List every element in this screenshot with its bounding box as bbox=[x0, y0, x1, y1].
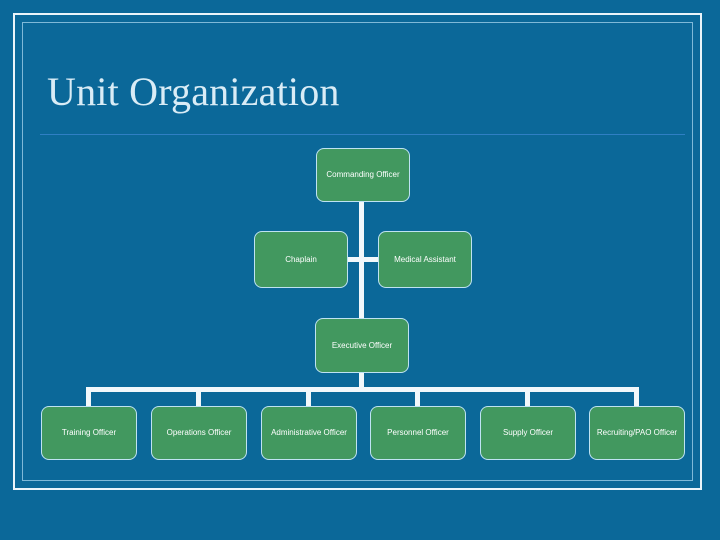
org-node-label: Recruiting/PAO Officer bbox=[596, 428, 678, 437]
connector-drop-operations-officer bbox=[196, 387, 201, 407]
org-node-chaplain[interactable]: Chaplain bbox=[254, 231, 348, 288]
org-node-personnel-officer[interactable]: Personnel Officer bbox=[370, 406, 466, 460]
connector-co-to-chaplain bbox=[344, 257, 363, 262]
title-divider bbox=[40, 134, 685, 135]
org-node-recruiting-pao-officer[interactable]: Recruiting/PAO Officer bbox=[589, 406, 685, 460]
org-node-label: Supply Officer bbox=[502, 428, 554, 437]
connector-staff-bus bbox=[88, 387, 638, 392]
connector-co-to-medical-assistant bbox=[361, 257, 381, 262]
connector-drop-recruiting-pao-officer bbox=[634, 387, 639, 407]
page-title: Unit Organization bbox=[47, 69, 340, 114]
org-node-label: Operations Officer bbox=[166, 428, 232, 437]
connector-xo-trunk bbox=[359, 373, 364, 390]
connector-drop-administrative-officer bbox=[306, 387, 311, 407]
org-node-supply-officer[interactable]: Supply Officer bbox=[480, 406, 576, 460]
org-node-administrative-officer[interactable]: Administrative Officer bbox=[261, 406, 357, 460]
org-node-operations-officer[interactable]: Operations Officer bbox=[151, 406, 247, 460]
org-node-commanding-officer[interactable]: Commanding Officer bbox=[316, 148, 410, 202]
connector-drop-training-officer bbox=[86, 387, 91, 407]
org-node-label: Commanding Officer bbox=[326, 170, 400, 179]
connector-drop-supply-officer bbox=[525, 387, 530, 407]
org-node-label: Executive Officer bbox=[331, 340, 393, 350]
org-node-label: Medical Assistant bbox=[394, 254, 456, 264]
org-node-executive-officer[interactable]: Executive Officer bbox=[315, 318, 409, 373]
org-node-label: Chaplain bbox=[285, 254, 317, 264]
org-node-label: Personnel Officer bbox=[387, 428, 449, 437]
org-node-label: Administrative Officer bbox=[271, 428, 347, 437]
org-node-label: Training Officer bbox=[61, 428, 117, 437]
org-node-medical-assistant[interactable]: Medical Assistant bbox=[378, 231, 472, 288]
org-node-training-officer[interactable]: Training Officer bbox=[41, 406, 137, 460]
connector-drop-personnel-officer bbox=[415, 387, 420, 407]
